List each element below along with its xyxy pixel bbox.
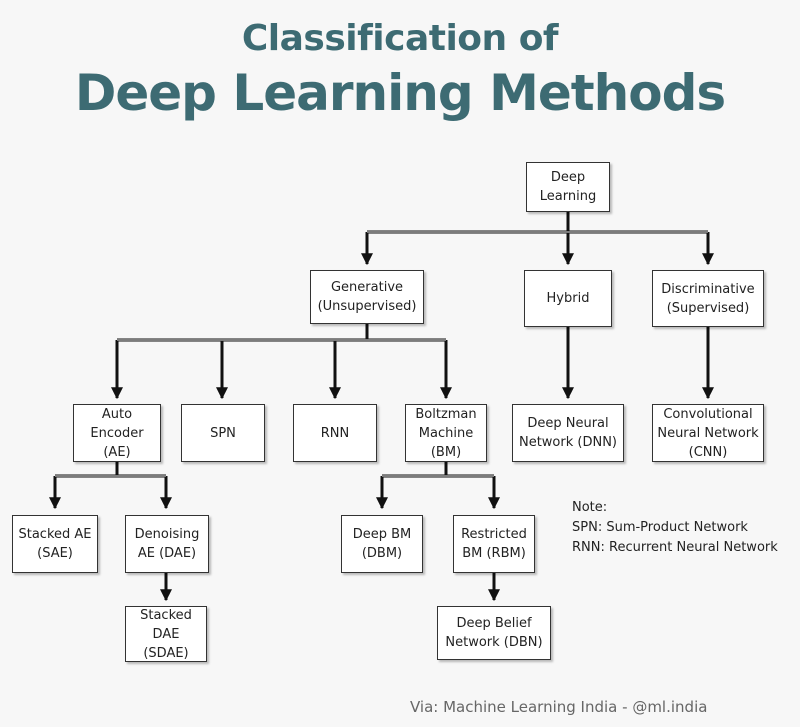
- node-deep-learning: Deep Learning: [526, 162, 610, 212]
- node-boltzman-machine: Boltzman Machine (BM): [405, 404, 487, 462]
- title-line-2: Deep Learning Methods: [74, 64, 726, 122]
- node-dnn: Deep Neural Network (DNN): [512, 404, 624, 462]
- node-hybrid: Hybrid: [524, 270, 612, 327]
- title-line-1: Classification of: [241, 18, 559, 59]
- node-dbn: Deep Belief Network (DBN): [437, 606, 551, 660]
- node-auto-encoder: Auto Encoder (AE): [73, 404, 161, 462]
- node-rnn: RNN: [293, 404, 377, 462]
- note-box: Note: SPN: Sum-Product Network RNN: Recu…: [572, 498, 778, 558]
- node-stacked-dae: Stacked DAE (SDAE): [125, 606, 207, 662]
- node-restricted-bm: Restricted BM (RBM): [453, 515, 535, 573]
- note-rnn: RNN: Recurrent Neural Network: [572, 540, 778, 555]
- node-spn: SPN: [181, 404, 265, 462]
- node-generative: Generative (Unsupervised): [310, 270, 424, 324]
- note-spn: SPN: Sum-Product Network: [572, 520, 748, 535]
- node-deep-bm: Deep BM (DBM): [341, 515, 423, 573]
- node-cnn: Convolutional Neural Network (CNN): [652, 404, 764, 462]
- credit-text: Via: Machine Learning India - @ml.india: [410, 698, 708, 716]
- node-stacked-ae: Stacked AE (SAE): [12, 515, 98, 573]
- node-discriminative: Discriminative (Supervised): [652, 270, 764, 327]
- node-denoising-ae: Denoising AE (DAE): [125, 515, 209, 573]
- note-heading: Note:: [572, 500, 608, 515]
